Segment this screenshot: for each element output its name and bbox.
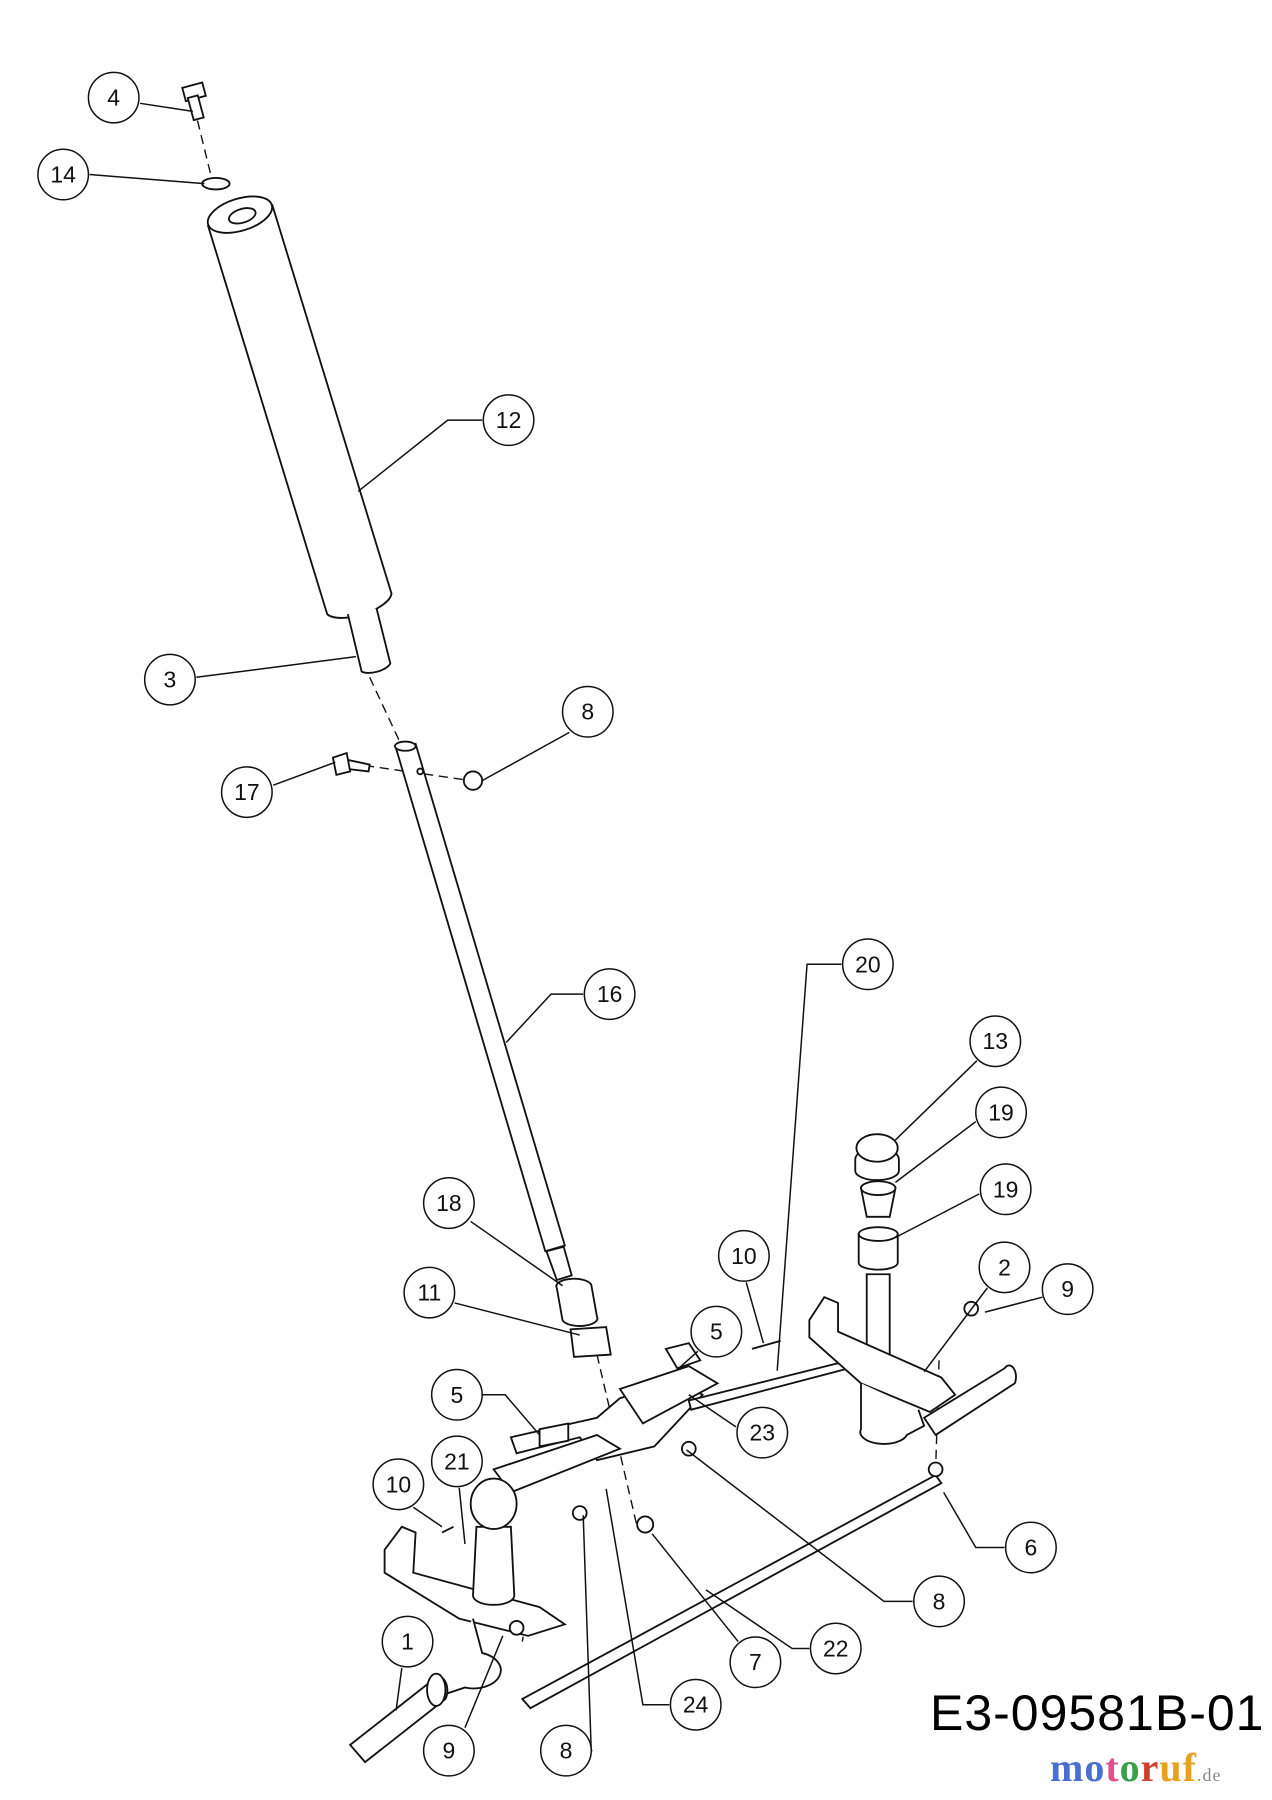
- svg-text:9: 9: [442, 1738, 455, 1764]
- leader-lines: [89, 102, 1043, 1752]
- document-number: E3-09581B-01: [930, 1685, 1265, 1741]
- nut-part-7: [636, 1515, 655, 1534]
- callout-14: 14: [37, 148, 90, 201]
- nut-part-8c: [681, 1440, 697, 1457]
- svg-text:1: 1: [401, 1629, 414, 1655]
- watermark-letter: u: [1159, 1745, 1183, 1790]
- svg-text:21: 21: [444, 1448, 470, 1474]
- washer-part-14: [201, 177, 231, 191]
- left-spindle-part-21: [348, 1477, 567, 1764]
- callout-1: 1: [381, 1615, 434, 1668]
- callout-13: 13: [969, 1015, 1022, 1068]
- cotter-pin-part-10: [751, 1339, 781, 1350]
- svg-text:13: 13: [983, 1028, 1009, 1054]
- callout-10b: 10: [372, 1458, 425, 1511]
- coupler-part-18: [555, 1277, 599, 1327]
- bolt-part-17: [331, 751, 371, 776]
- callout-19: 19: [975, 1086, 1028, 1139]
- svg-text:20: 20: [855, 951, 881, 977]
- callout-17: 17: [220, 766, 273, 819]
- callout-8c: 8: [539, 1724, 592, 1777]
- callout-5b: 5: [430, 1368, 483, 1421]
- callout-2: 2: [978, 1241, 1031, 1294]
- watermark-letter: t: [1105, 1745, 1120, 1790]
- svg-text:2: 2: [998, 1254, 1011, 1280]
- callout-9: 9: [1041, 1263, 1094, 1316]
- svg-text:24: 24: [683, 1692, 709, 1718]
- svg-text:6: 6: [1025, 1534, 1038, 1560]
- svg-text:8: 8: [933, 1588, 946, 1614]
- cotter-pin-part-10b: [441, 1525, 454, 1534]
- callout-20: 20: [841, 938, 894, 991]
- watermark-suffix: .de: [1197, 1765, 1222, 1785]
- bolt-part-4: [181, 81, 207, 122]
- steering-tube-part-12: [206, 195, 393, 619]
- svg-text:11: 11: [417, 1280, 441, 1306]
- svg-text:22: 22: [823, 1635, 849, 1661]
- pinion-gear-part-11: [569, 1326, 612, 1358]
- svg-text:12: 12: [496, 407, 522, 433]
- svg-text:8: 8: [581, 699, 594, 725]
- callout-24: 24: [669, 1678, 722, 1731]
- callout-10: 10: [717, 1229, 770, 1282]
- watermark-letter: o: [1084, 1745, 1106, 1790]
- callout-21: 21: [430, 1435, 483, 1488]
- svg-text:17: 17: [234, 779, 260, 805]
- svg-text:16: 16: [597, 981, 623, 1007]
- svg-text:5: 5: [451, 1382, 464, 1408]
- svg-text:5: 5: [710, 1319, 723, 1345]
- callout-16: 16: [583, 968, 636, 1021]
- svg-text:7: 7: [749, 1649, 762, 1675]
- callout-18: 18: [422, 1177, 475, 1230]
- callout-8b: 8: [913, 1575, 966, 1628]
- svg-text:14: 14: [50, 161, 76, 187]
- callout-3: 3: [143, 653, 196, 706]
- steering-shaft-part-16: [394, 740, 573, 1282]
- svg-text:18: 18: [436, 1190, 462, 1216]
- tie-rod-part-22: [520, 1473, 943, 1710]
- callout-5: 5: [690, 1305, 743, 1358]
- nut-part-8b: [571, 1505, 588, 1521]
- svg-text:10: 10: [386, 1471, 412, 1497]
- callout-9b: 9: [422, 1724, 475, 1777]
- callout-19b: 19: [979, 1163, 1032, 1216]
- svg-text:10: 10: [731, 1243, 757, 1269]
- watermark-letter: f: [1182, 1745, 1197, 1790]
- callout-8: 8: [561, 685, 614, 738]
- svg-text:3: 3: [164, 667, 177, 693]
- callout-23: 23: [736, 1406, 789, 1459]
- callout-22: 22: [809, 1622, 862, 1675]
- callout-11: 11: [403, 1266, 456, 1319]
- svg-text:4: 4: [107, 85, 120, 111]
- watermark-letter: r: [1140, 1745, 1160, 1790]
- watermark-logo: motoruf.de: [1050, 1748, 1222, 1788]
- svg-text:19: 19: [993, 1176, 1019, 1202]
- svg-text:23: 23: [750, 1420, 776, 1446]
- callout-7: 7: [729, 1636, 782, 1689]
- callout-6: 6: [1004, 1521, 1057, 1574]
- svg-text:9: 9: [1061, 1276, 1074, 1302]
- svg-text:19: 19: [988, 1099, 1014, 1125]
- callout-4: 4: [87, 71, 140, 124]
- hairpin-clip-part-9b: [508, 1620, 525, 1636]
- nut-part-8: [462, 770, 484, 791]
- watermark-letter: m: [1050, 1745, 1085, 1790]
- right-spindle-part-2: [808, 1133, 1017, 1445]
- watermark-letter: o: [1119, 1745, 1141, 1790]
- callout-12: 12: [482, 394, 535, 447]
- steering-sector-bracket: [492, 1342, 720, 1494]
- shaft-part-3: [346, 608, 392, 674]
- svg-text:8: 8: [560, 1738, 573, 1764]
